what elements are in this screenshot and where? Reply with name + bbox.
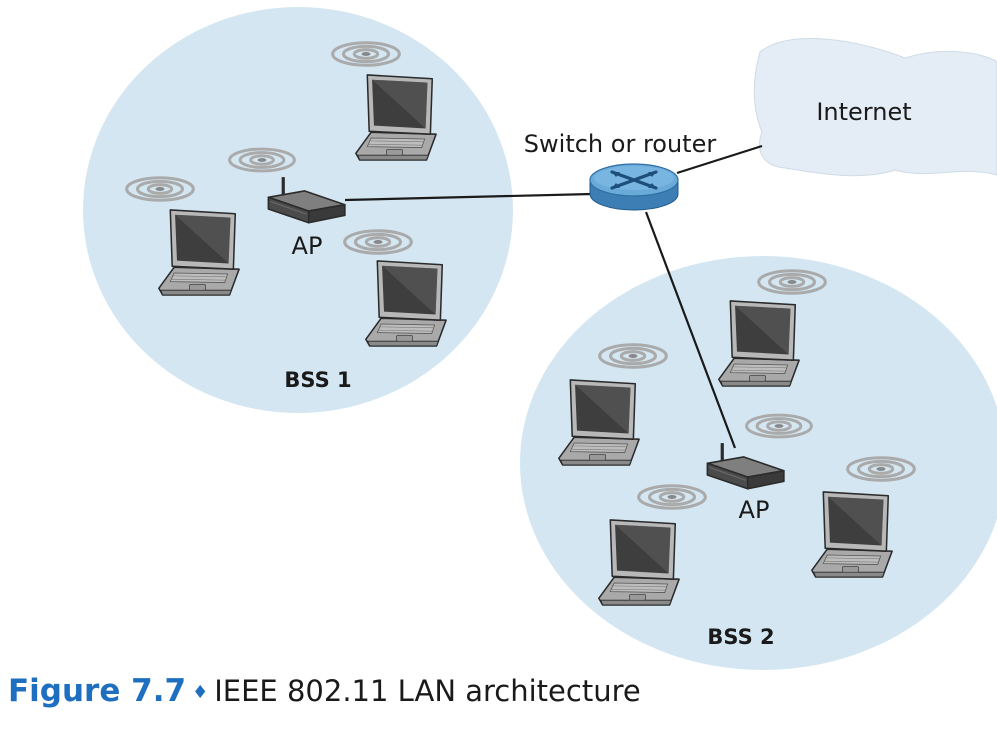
figure-number: Figure 7.7	[8, 673, 187, 709]
ap1-label: AP	[292, 232, 323, 260]
caption-text: IEEE 802.11 LAN architecture	[214, 674, 641, 708]
wifi-signal-icon	[125, 176, 195, 202]
router-icon	[589, 163, 679, 211]
wifi-signal-icon	[745, 413, 813, 439]
wifi-signal-icon	[598, 343, 668, 369]
caption-separator: ♦	[192, 682, 209, 703]
wifi-signal-icon	[846, 456, 916, 482]
ap2-label: AP	[739, 496, 770, 524]
figure-caption: Figure 7.7♦IEEE 802.11 LAN architecture	[8, 666, 641, 716]
cloud-icon	[753, 38, 997, 177]
link-switch-internet	[676, 144, 763, 175]
bss1-label: BSS 1	[284, 368, 351, 392]
link-ap1-switch	[344, 192, 593, 202]
wifi-signal-icon	[637, 484, 707, 510]
wifi-signal-icon	[228, 147, 296, 173]
bss2-label: BSS 2	[707, 625, 774, 649]
link-switch-ap2	[644, 211, 737, 449]
wifi-signal-icon	[757, 269, 827, 295]
switch-label: Switch or router	[524, 130, 717, 158]
wifi-signal-icon	[343, 229, 413, 255]
wifi-signal-icon	[331, 41, 401, 67]
internet-label: Internet	[816, 98, 911, 126]
